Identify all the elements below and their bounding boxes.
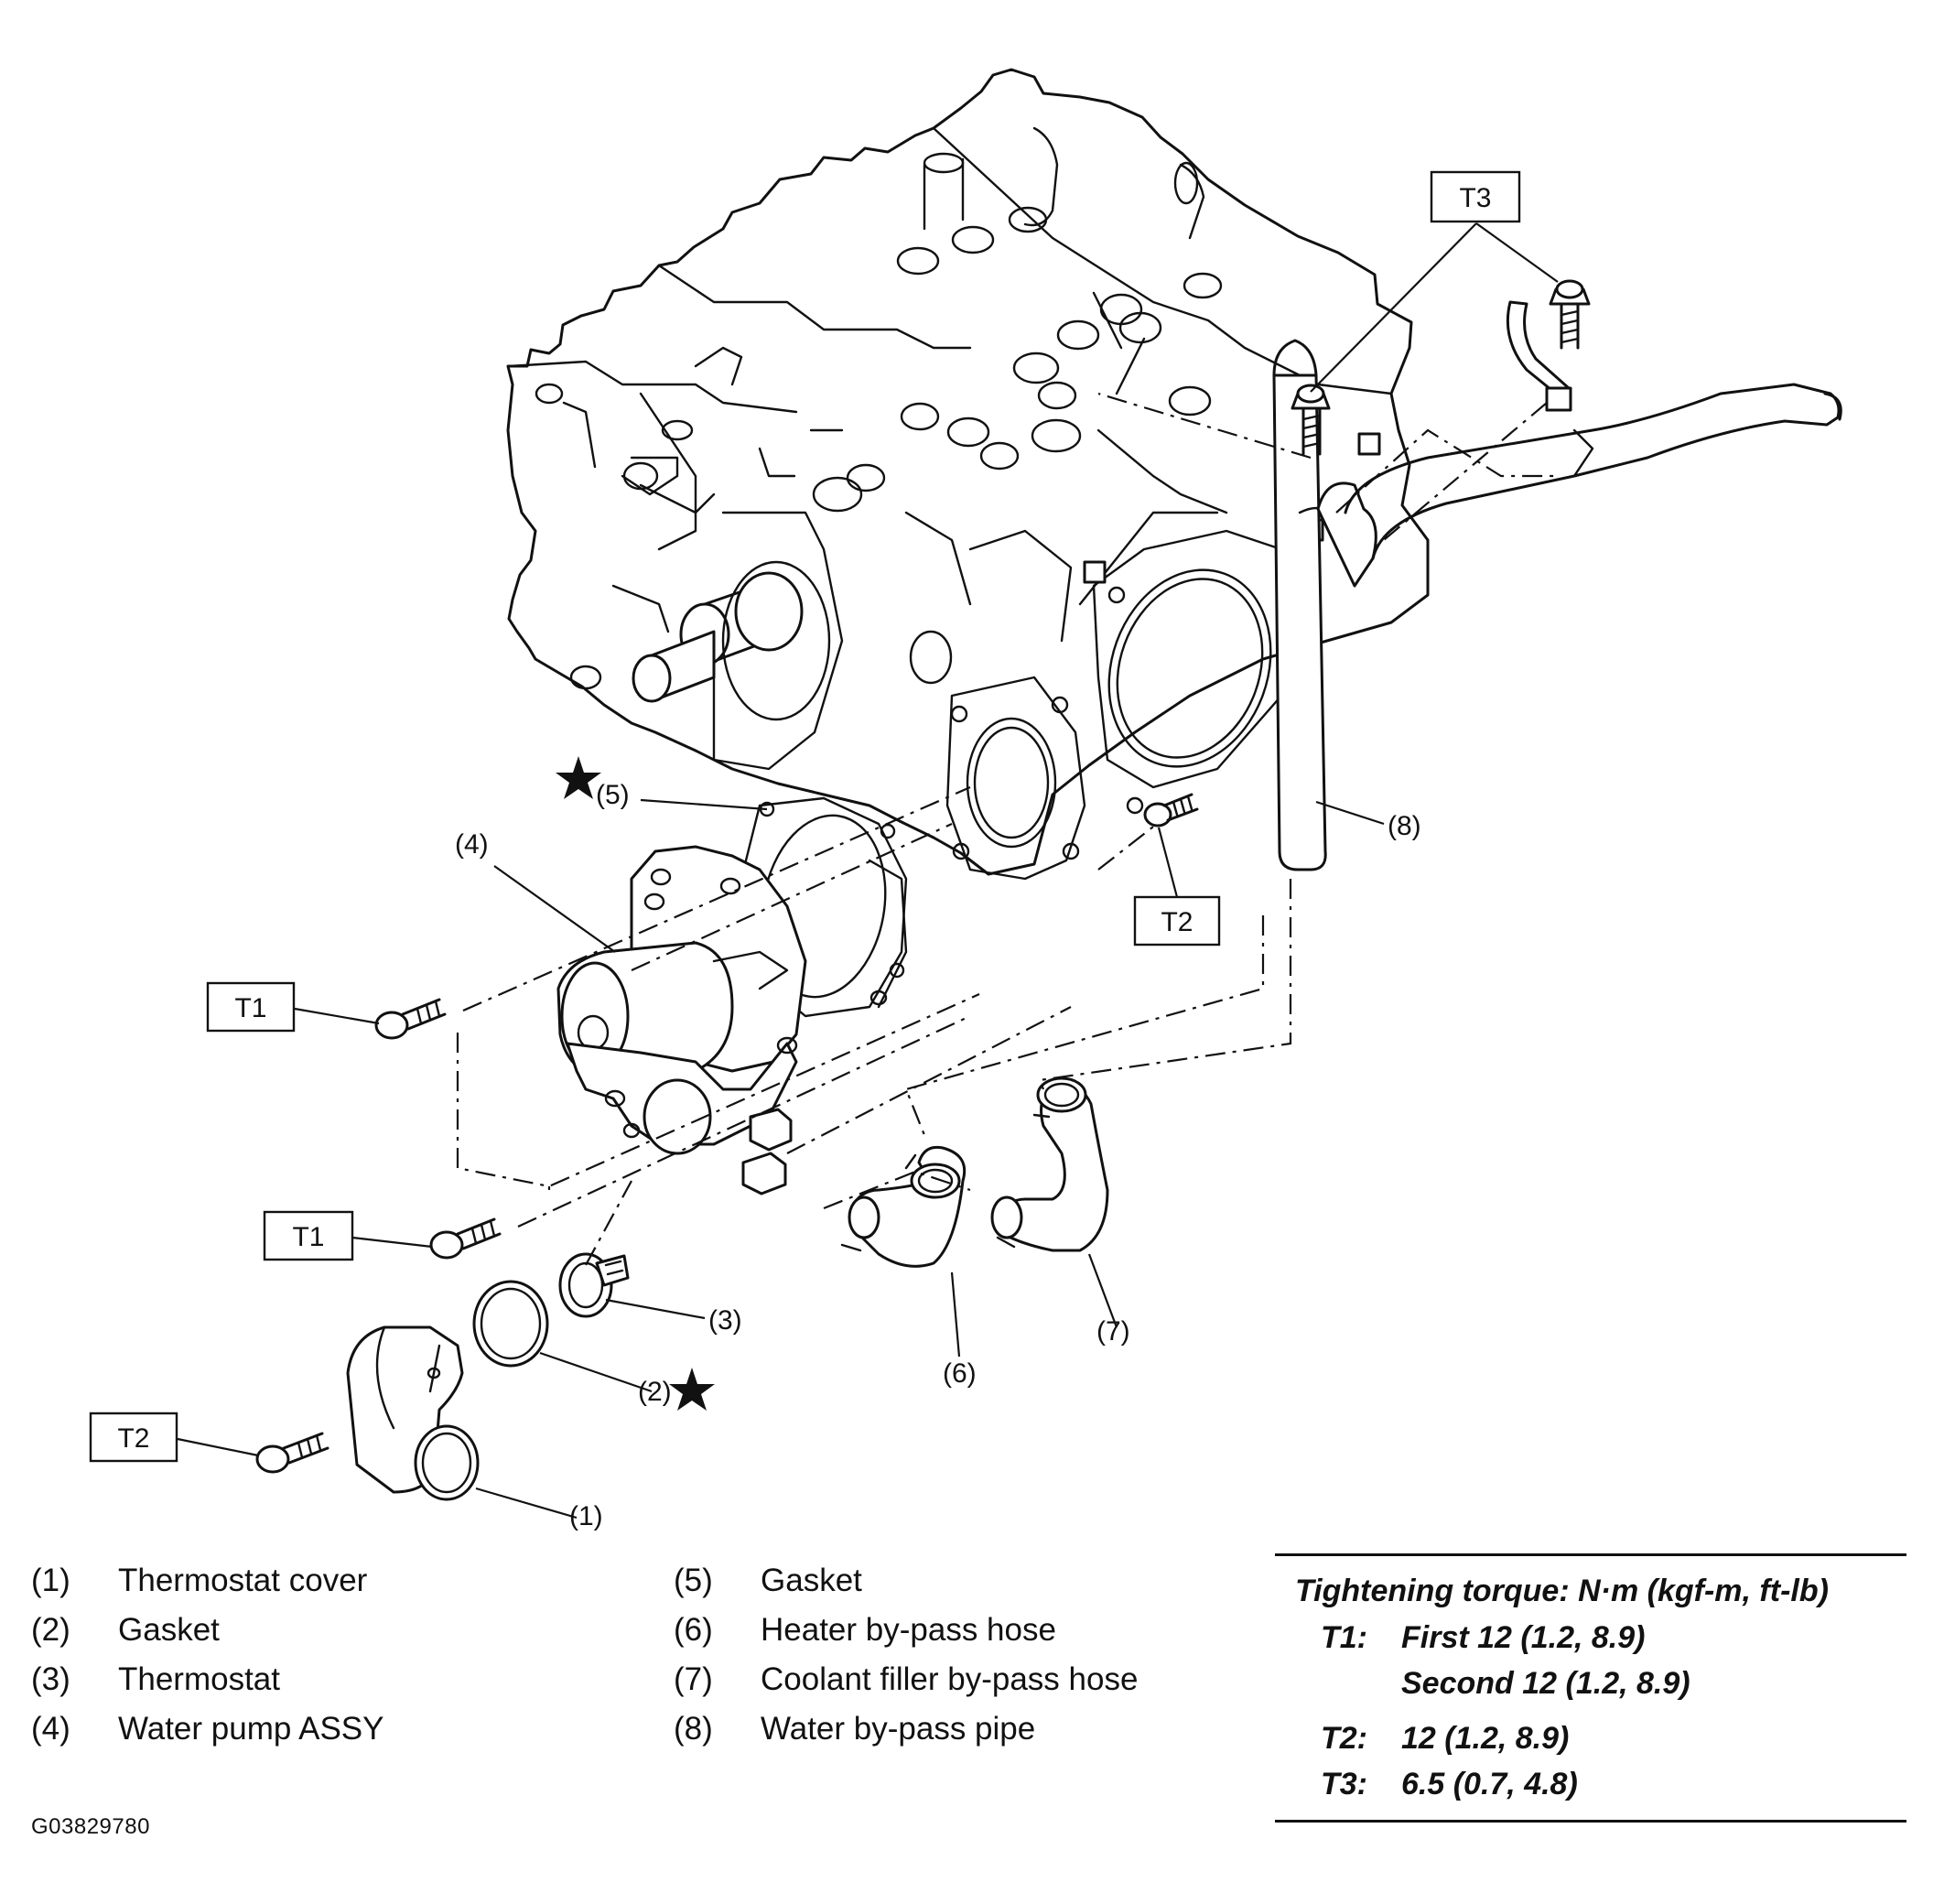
legend-item-label: Gasket	[761, 1563, 862, 1598]
right-cylinder-bore	[1092, 529, 1309, 815]
water-pump-assy	[556, 845, 908, 1195]
callout-2: (2)	[638, 1377, 672, 1407]
legend-item-number: (6)	[674, 1612, 713, 1648]
torque-id: T1:	[1321, 1620, 1367, 1655]
legend-item-number: (2)	[31, 1612, 70, 1648]
callout-7: (7)	[1096, 1316, 1130, 1347]
legend-item-label: Gasket	[118, 1612, 220, 1648]
coolant-filler-by-pass-hose	[990, 1076, 1109, 1252]
thermostat-cover	[346, 1325, 480, 1501]
parts-legend-right: (5) Gasket (6) Heater by-pass hose (7) C…	[674, 1556, 1259, 1754]
torque-tag-t2-cover: T2	[89, 1412, 178, 1463]
legend-item-label: Thermostat cover	[118, 1563, 368, 1598]
torque-row-t1: T1: First 12 (1.2, 8.9) Second 12 (1.2, …	[1275, 1615, 1906, 1706]
legend-item: (2) Gasket	[31, 1606, 617, 1655]
legend-item: (1) Thermostat cover	[31, 1556, 617, 1606]
torque-value-second: Second 12 (1.2, 8.9)	[1401, 1666, 1690, 1701]
torque-id: T2:	[1321, 1721, 1367, 1756]
torque-value-first: First 12 (1.2, 8.9)	[1401, 1620, 1646, 1655]
legend-item: (8) Water by-pass pipe	[674, 1704, 1259, 1754]
legend-item: (5) Gasket	[674, 1556, 1259, 1606]
exploded-view-drawing: (1) (2) (3) (4) (5) (6) (7) (8) T3 T2 T1…	[89, 68, 1842, 1531]
torque-id: T3:	[1321, 1767, 1367, 1801]
water-by-pass-pipe	[1272, 339, 1347, 871]
legend-item-number: (8)	[674, 1711, 713, 1747]
star-mark-gasket-5	[556, 756, 601, 799]
legend-item-number: (7)	[674, 1661, 713, 1697]
t2-bolt-cover	[255, 1432, 329, 1474]
torque-tag-t1-lower: T1	[263, 1210, 354, 1261]
parts-legend-left: (1) Thermostat cover (2) Gasket (3) Ther…	[31, 1556, 617, 1754]
torque-value: 6.5 (0.7, 4.8)	[1401, 1767, 1578, 1801]
figure-id: G03829780	[31, 1814, 150, 1839]
alignment-lines	[456, 392, 1556, 1266]
torque-tag-t2-block-label: T2	[1161, 907, 1193, 937]
torque-row-t2: T2: 12 (1.2, 8.9)	[1275, 1715, 1906, 1761]
torque-row-t3: T3: 6.5 (0.7, 4.8)	[1275, 1761, 1906, 1807]
legend-item-label: Thermostat	[118, 1661, 280, 1697]
torque-tag-t1-upper-label: T1	[234, 993, 266, 1023]
callout-4: (4)	[455, 829, 489, 860]
tightening-torque-table: Tightening torque: N·m (kgf-m, ft-lb) T1…	[1275, 1553, 1906, 1823]
torque-tag-t3-label: T3	[1459, 183, 1491, 213]
star-mark-gasket-2	[669, 1368, 715, 1411]
t3-bolt-left	[1291, 384, 1331, 456]
legend-item: (3) Thermostat	[31, 1655, 617, 1704]
heater-outlet-pipe	[1316, 300, 1842, 588]
pump-mount-face	[909, 630, 1086, 881]
torque-tag-t1-upper: T1	[206, 981, 296, 1033]
torque-tag-t2-block: T2	[1133, 895, 1221, 947]
thermostat-gasket	[472, 1280, 549, 1368]
callout-3: (3)	[708, 1305, 742, 1336]
torque-tag-t3: T3	[1430, 170, 1521, 223]
crankshaft-stub	[632, 571, 804, 703]
t3-bolt-right	[1549, 279, 1591, 350]
legend-item-label: Water pump ASSY	[118, 1711, 384, 1747]
leader-lines	[177, 222, 1559, 1520]
legend-item: (7) Coolant filler by-pass hose	[674, 1655, 1259, 1704]
legend-item: (6) Heater by-pass hose	[674, 1606, 1259, 1655]
engine-block	[506, 68, 1430, 881]
legend-item-number: (1)	[31, 1563, 70, 1598]
torque-table-title: Tightening torque: N·m (kgf-m, ft-lb)	[1295, 1574, 1829, 1608]
torque-tag-t2-cover-label: T2	[117, 1423, 149, 1454]
legend-item-label: Coolant filler by-pass hose	[761, 1661, 1139, 1697]
legend-item-label: Water by-pass pipe	[761, 1711, 1036, 1747]
callout-8: (8)	[1388, 811, 1421, 841]
t1-bolt-lower	[429, 1217, 502, 1260]
legend-item-label: Heater by-pass hose	[761, 1612, 1056, 1648]
thermostat	[558, 1252, 630, 1318]
legend-item-number: (4)	[31, 1711, 70, 1747]
heater-by-pass-hose	[840, 1145, 967, 1268]
callout-1: (1)	[569, 1501, 603, 1531]
torque-tag-t1-lower-label: T1	[292, 1222, 324, 1252]
t2-bolt-block	[1143, 793, 1199, 828]
callout-5: (5)	[596, 780, 630, 810]
legend-item: (4) Water pump ASSY	[31, 1704, 617, 1754]
t1-bolt-upper	[374, 998, 447, 1040]
callout-6: (6)	[943, 1358, 977, 1389]
torque-value: 12 (1.2, 8.9)	[1401, 1721, 1570, 1756]
legend-item-number: (3)	[31, 1661, 70, 1697]
legend-item-number: (5)	[674, 1563, 713, 1598]
